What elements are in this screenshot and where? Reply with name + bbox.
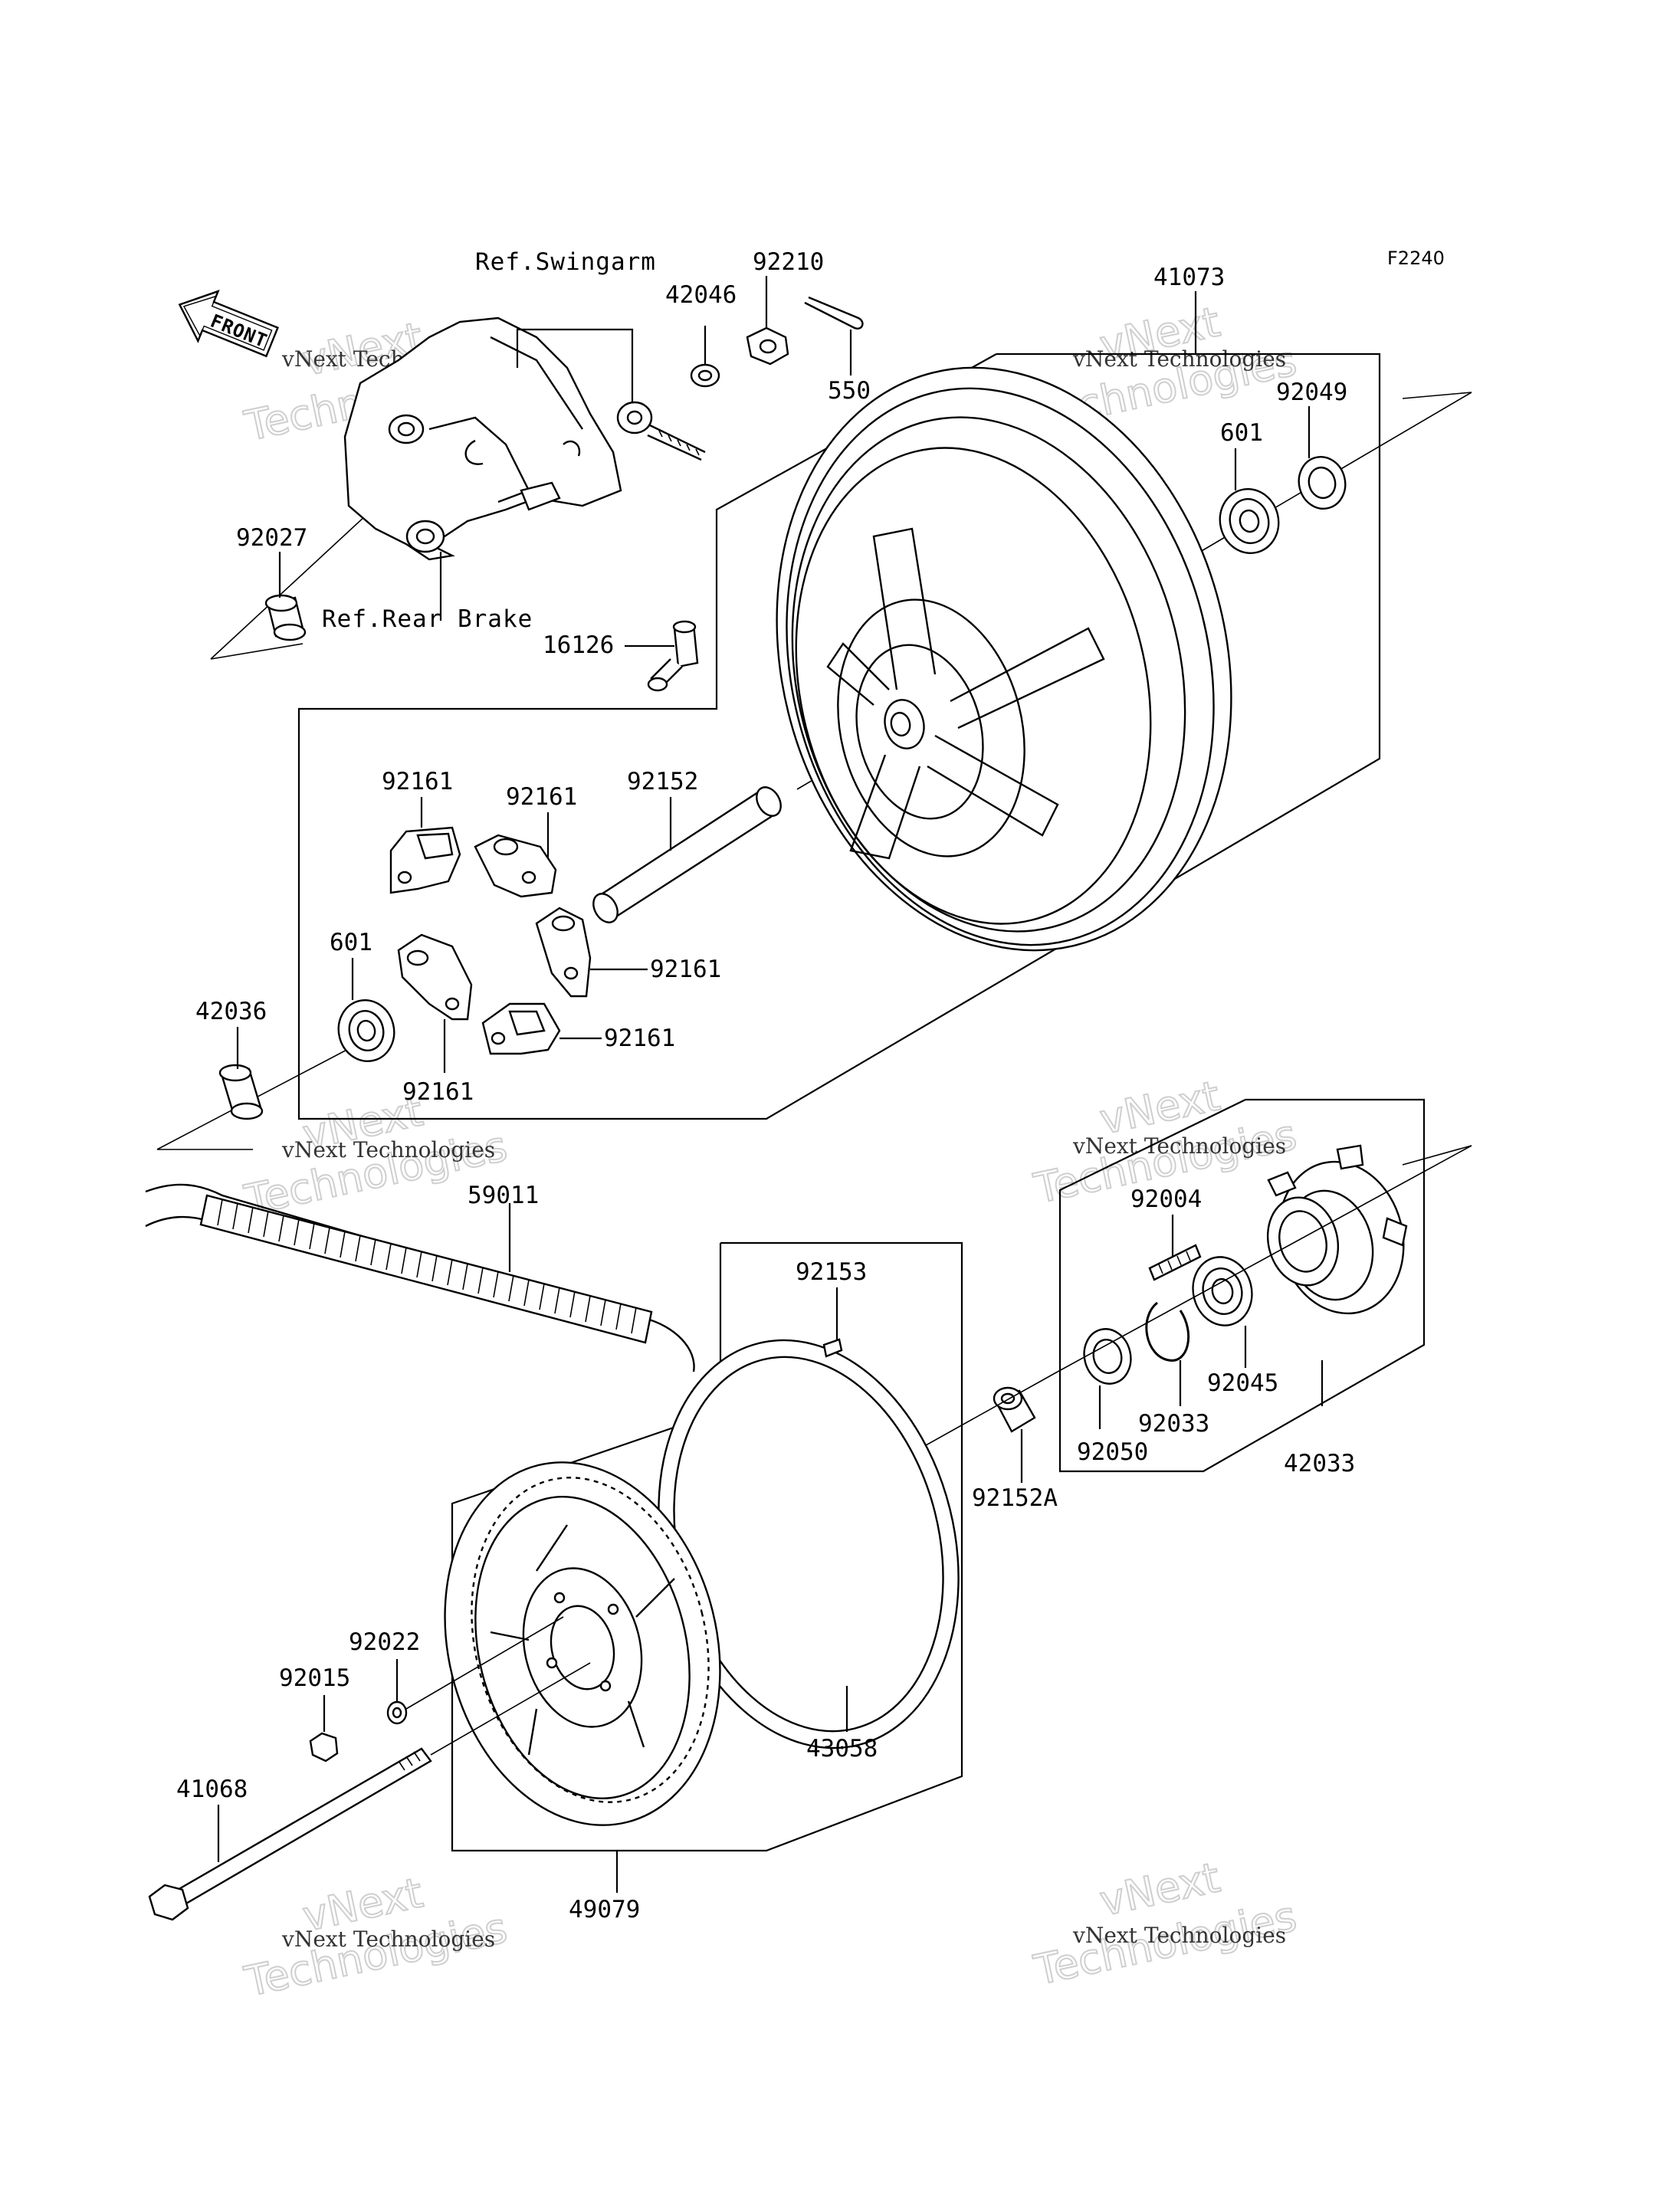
damper-92161-a (389, 826, 461, 894)
axis-line (1356, 392, 1472, 461)
axle-adjuster (616, 401, 706, 461)
axis-line (1402, 1145, 1472, 1166)
hub-42033 (1266, 1144, 1408, 1315)
belt-59011 (145, 1183, 695, 1372)
collar-42036 (218, 1064, 264, 1120)
label-92161-d: 92161 (604, 1025, 675, 1052)
bearing-92045 (1192, 1256, 1253, 1326)
svg-text:vNext Technologies: vNext Technologies (1072, 1923, 1286, 1948)
label-92161-b: 92161 (506, 783, 577, 811)
label-92027: 92027 (236, 524, 307, 552)
ref-swingarm-label: Ref.Swingarm (475, 248, 656, 276)
ref-rear-brake-label: Ref.Rear Brake (322, 605, 533, 633)
label-601-top: 601 (1220, 419, 1263, 447)
nut-92210 (746, 326, 789, 366)
label-42033: 42033 (1284, 1450, 1355, 1477)
label-49079: 49079 (569, 1896, 640, 1923)
damper-92161-c (535, 907, 592, 998)
label-41068: 41068 (176, 1776, 248, 1803)
label-16126: 16126 (543, 631, 614, 659)
front-arrow-icon: FRONT (178, 290, 279, 358)
collar-92152 (592, 786, 782, 923)
label-42036: 42036 (195, 998, 267, 1025)
svg-text:vNext Technologies: vNext Technologies (281, 1926, 495, 1952)
valve-16126 (647, 620, 699, 692)
label-42046: 42046 (665, 281, 737, 309)
label-92050: 92050 (1077, 1438, 1148, 1466)
label-550: 550 (828, 377, 871, 405)
label-92045: 92045 (1207, 1369, 1278, 1397)
axle-41068 (148, 1747, 432, 1921)
collar-92027 (264, 594, 307, 641)
axis-line (1402, 392, 1472, 399)
cotter-pin-550 (804, 296, 864, 330)
label-601-left: 601 (330, 929, 372, 956)
hub-assembly-outline (1058, 1098, 1426, 1473)
watermark-bottom-right: vNext Technologies vNext Technologies (1029, 1852, 1301, 1995)
rear-wheel-41073 (776, 366, 1232, 952)
label-92161-a: 92161 (382, 768, 453, 795)
seal-92050 (1083, 1328, 1132, 1385)
svg-text:vNext Technologies: vNext Technologies (1072, 1133, 1286, 1159)
label-59011: 59011 (468, 1182, 539, 1209)
label-41073: 41073 (1153, 264, 1225, 291)
label-92152A: 92152A (972, 1484, 1058, 1512)
watermark-bottom-left: vNext Technologies vNext Technologies (240, 1867, 512, 2007)
circlip-92033 (1145, 1301, 1190, 1362)
seal-92049 (1298, 456, 1347, 510)
axis-line (430, 1662, 591, 1756)
label-92161-c: 92161 (650, 956, 721, 983)
washer-92022 (386, 1700, 408, 1725)
label-92015: 92015 (279, 1664, 350, 1692)
label-92022: 92022 (349, 1628, 420, 1656)
axis-line (405, 1616, 564, 1710)
ref-swingarm-leader (516, 328, 634, 425)
label-43058: 43058 (806, 1735, 878, 1763)
label-92161-e: 92161 (402, 1078, 474, 1106)
bearing-601-top (1219, 488, 1280, 554)
damper-92161-b (474, 834, 557, 898)
label-92152: 92152 (627, 768, 698, 795)
axis-line (1057, 1145, 1472, 1372)
label-92004: 92004 (1130, 1185, 1202, 1213)
swingarm-bracket (343, 316, 622, 561)
svg-text:vNext Technologies: vNext Technologies (1072, 346, 1286, 372)
label-92033: 92033 (1138, 1410, 1209, 1438)
rear-wheel-assembly-outline (297, 353, 1381, 1120)
damper-92161-e (481, 1002, 561, 1055)
washer-42046 (690, 363, 720, 388)
bolt-92153 (822, 1338, 843, 1358)
label-92210: 92210 (753, 248, 824, 276)
sprocket-49079 (444, 1461, 721, 1826)
label-92153: 92153 (796, 1258, 867, 1286)
nut-92015 (309, 1732, 339, 1763)
axis-line (210, 643, 304, 660)
spacer-92152A (993, 1386, 1036, 1433)
stud-92004 (1148, 1244, 1202, 1281)
bearing-601-left (337, 999, 395, 1062)
damper-92161-d (397, 933, 473, 1021)
diagram-code: F2240 (1387, 248, 1445, 269)
svg-text:vNext Technologies: vNext Technologies (281, 1137, 495, 1162)
label-92049: 92049 (1276, 379, 1347, 406)
